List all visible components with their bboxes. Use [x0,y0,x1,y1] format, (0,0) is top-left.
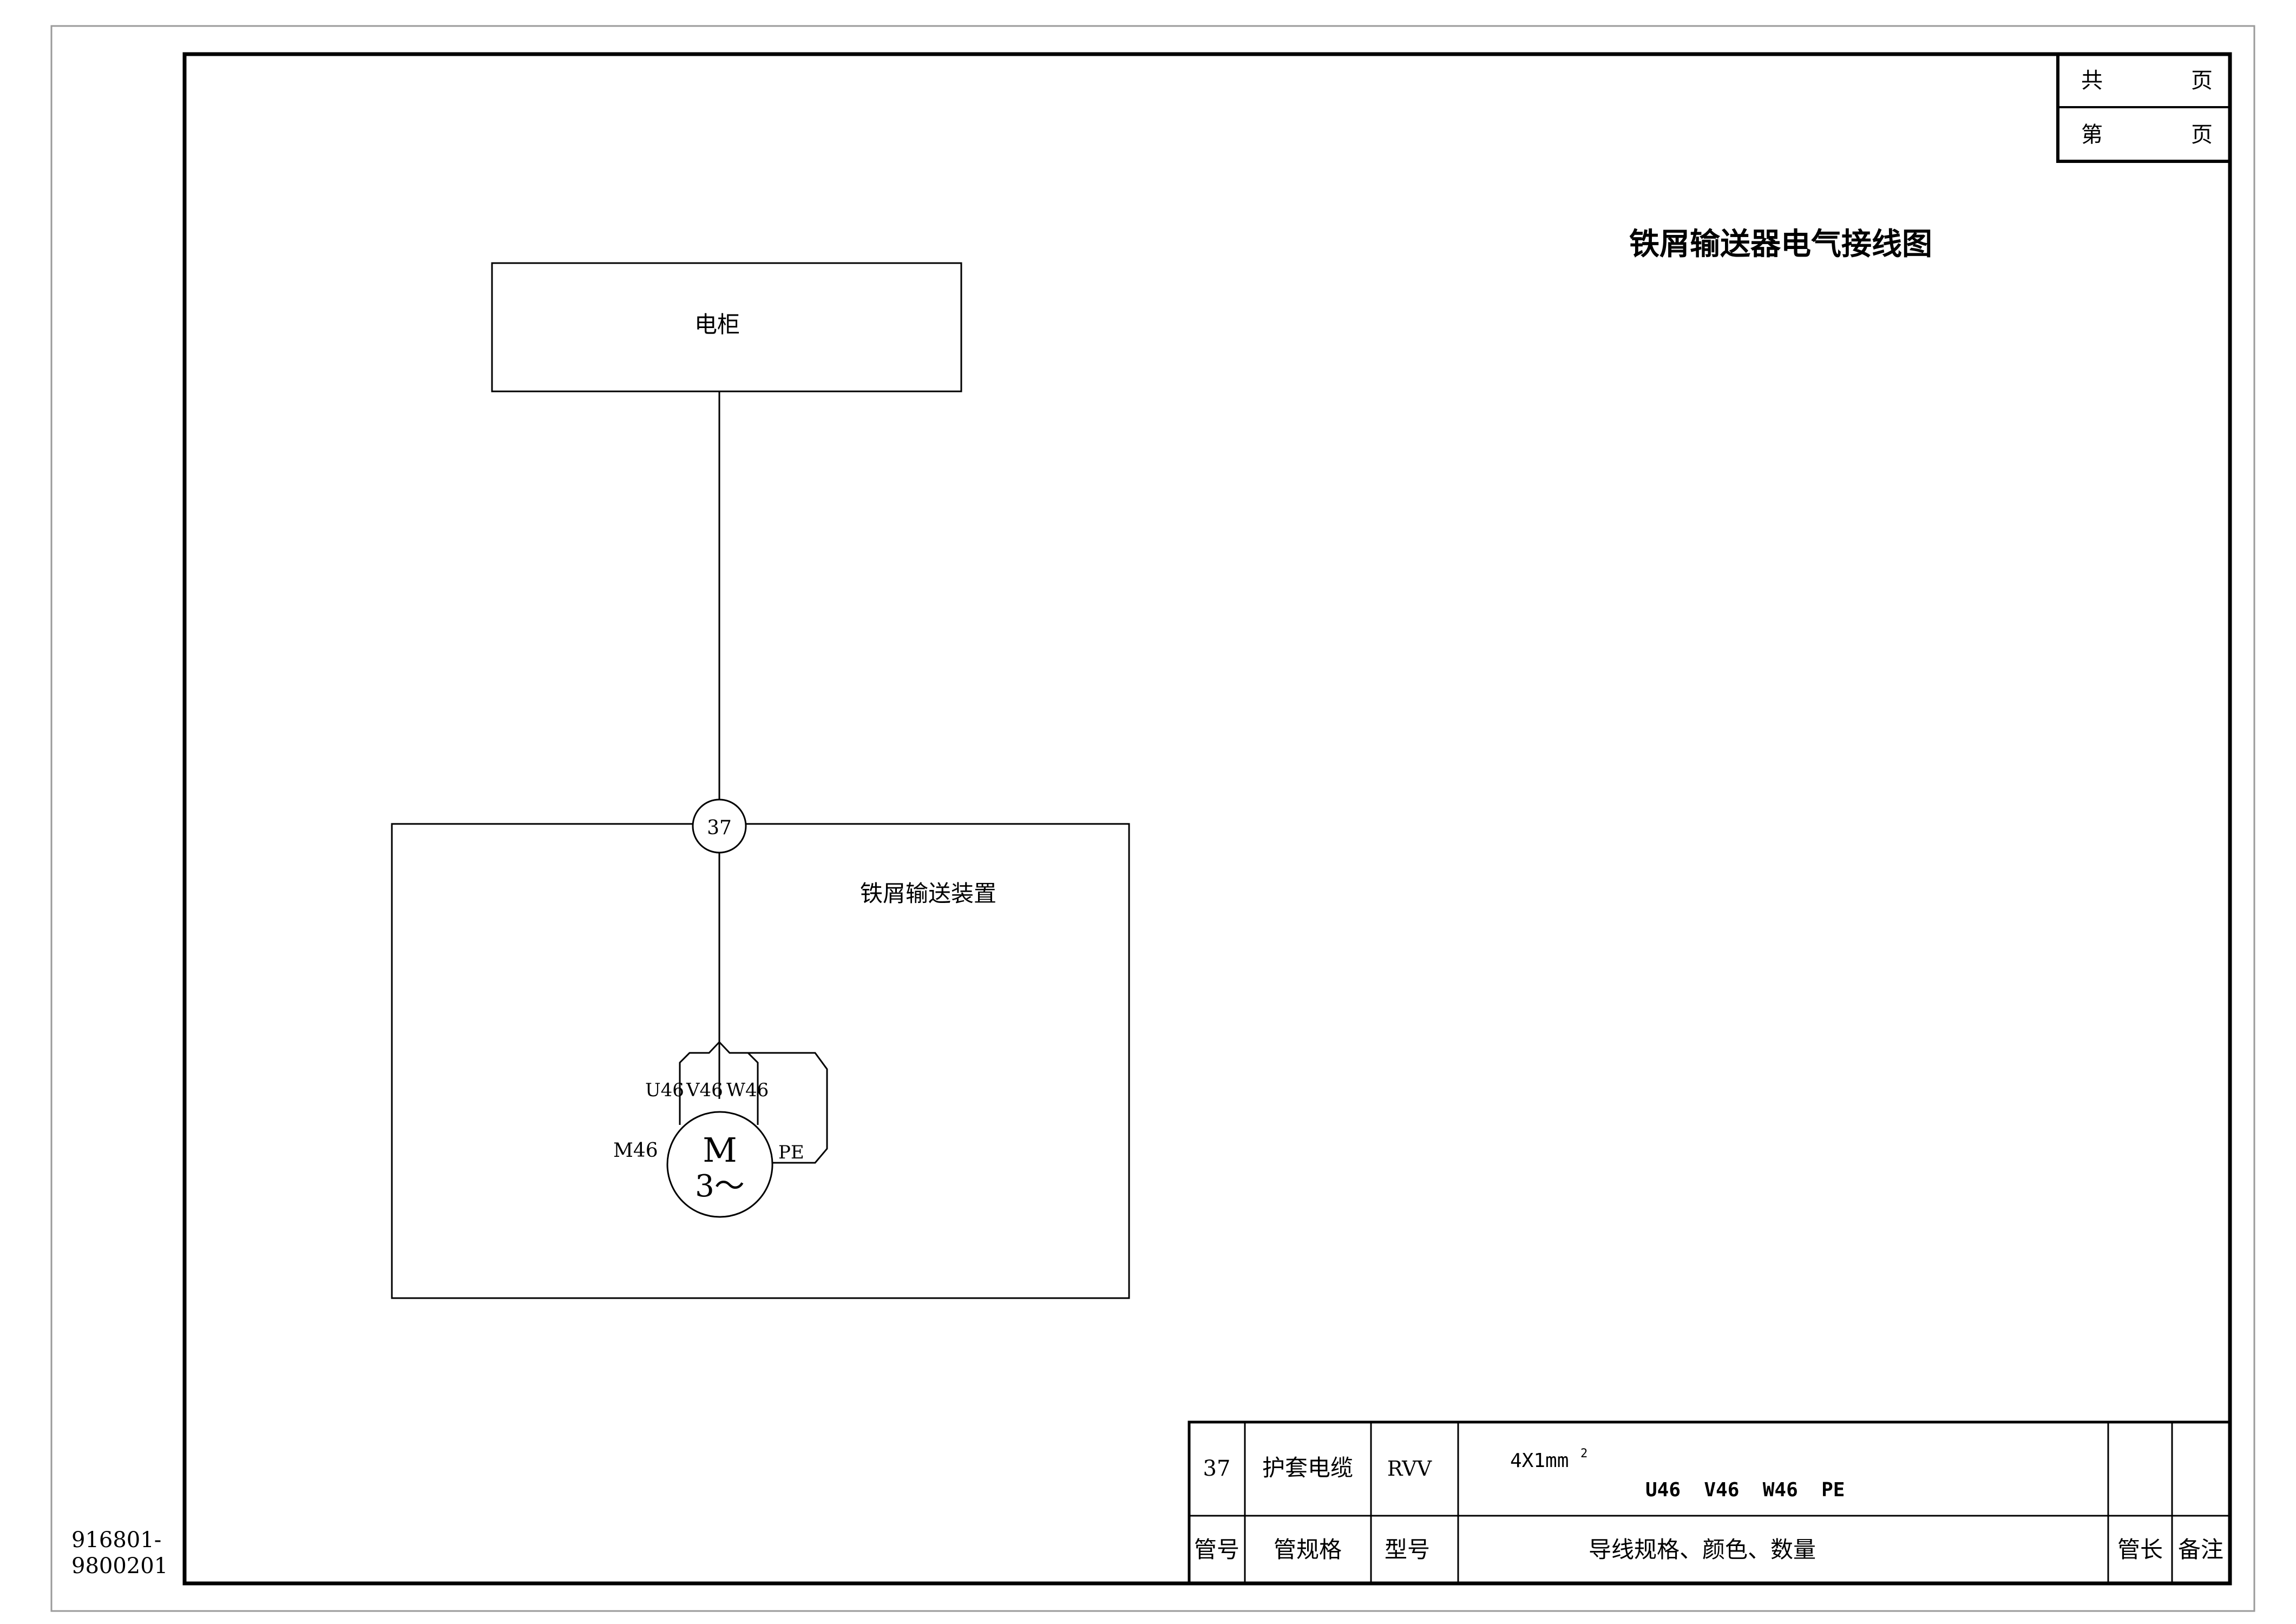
row-pipe-spec: 护套电缆 [1262,1455,1353,1481]
chip-conveyor-device: 铁屑输送装置 [391,823,1130,1299]
row-wire-size-superscript: 2 [1580,1447,1587,1461]
drawing-title: 铁屑输送器电气接线图 [1629,227,1932,262]
header-pipe-length: 管长 [2117,1536,2163,1563]
terminal-u-label: U46 [645,1079,684,1101]
motor-letter: M [703,1130,737,1170]
cable-tag-number: 37 [707,817,732,839]
page-counter-box: 共 页 第 页 [2056,53,2232,163]
doc-number-line1: 916801- [71,1528,161,1553]
terminal-v-label: V46 [686,1079,723,1101]
row-pipe-number: 37 [1203,1456,1231,1481]
earth-terminal-label: PE [778,1142,804,1163]
row-wire-cores: U46 V46 W46 PE [1645,1479,1845,1501]
total-pages-unit: 页 [2191,68,2213,93]
motor-phase: 3～ [695,1169,745,1204]
sheet-trim-border [50,25,2255,1612]
header-remark: 备注 [2178,1536,2223,1563]
motor-id-label: M46 [613,1140,658,1162]
total-pages-label: 共 [2081,68,2103,93]
header-wire-spec: 导线规格、颜色、数量 [1589,1536,1816,1563]
header-pipe-number: 管号 [1194,1536,1239,1563]
motor-wiring-bundle [679,1041,828,1164]
cable-tag: 37 [692,798,747,854]
cable-schedule-table [1188,1420,2232,1585]
doc-number-line2: 9800201 [71,1554,168,1579]
electrical-cabinet: 电柜 [491,262,962,392]
current-page-unit: 页 [2191,122,2213,147]
motor-symbol: M 3～ [666,1111,773,1218]
cabinet-label: 电柜 [694,311,740,338]
row-wire-size: 4X1mm [1510,1450,1569,1472]
header-pipe-spec: 管规格 [1274,1536,1342,1563]
current-page-label: 第 [2081,122,2103,147]
row-model: RVV [1387,1457,1432,1481]
header-model: 型号 [1385,1536,1430,1563]
device-label: 铁屑输送装置 [860,880,996,907]
terminal-w-label: W46 [726,1079,769,1101]
